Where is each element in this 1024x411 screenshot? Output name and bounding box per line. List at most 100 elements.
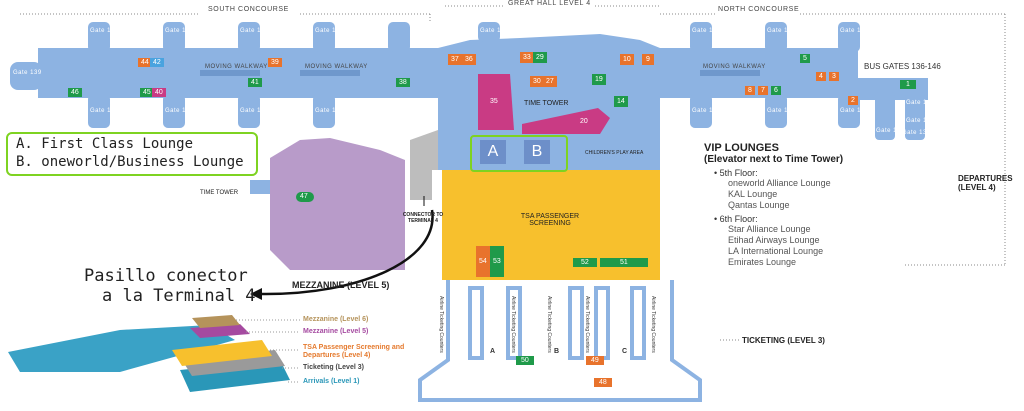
gate-157[interactable]: Gate 157 — [90, 108, 119, 114]
vip-floor6-item: Emirates Lounge — [728, 257, 797, 267]
gate-131[interactable]: Gate 131 — [692, 108, 721, 114]
shop-29: 29 — [533, 52, 547, 63]
mezzanine-label: MEZZANINE (LEVEL 5) — [292, 280, 390, 290]
gate-156[interactable]: Gate 156 — [90, 28, 119, 34]
departures-label: DEPARTURES (LEVEL 4) — [958, 174, 1013, 192]
mezzanine-shop-47 — [296, 192, 314, 202]
shop-35 — [478, 74, 514, 130]
gate-136[interactable]: Gate 136 — [906, 118, 935, 124]
floor5-label: 5th Floor: — [719, 168, 758, 178]
ticketing-letter-a: A — [490, 348, 496, 355]
level-4-label: TSA Passenger Screening and Departures (… — [303, 344, 405, 359]
moving-walkway-south-1: MOVING WALKWAY — [205, 64, 268, 70]
north-walkway — [700, 70, 760, 76]
connector-arrowhead — [250, 288, 262, 300]
ticketing-counter-1: Airline Ticketing Counters — [438, 296, 444, 353]
gate-135[interactable]: Gate 135 — [840, 108, 869, 114]
great-hall-label: GREAT HALL LEVEL 4 — [508, 0, 591, 7]
shop-14: 14 — [614, 96, 628, 107]
childrens-play-area: CHILDREN'S PLAY AREA — [585, 150, 644, 156]
tsa-shop-52: 52 — [573, 258, 597, 267]
legend-business: B. oneworld/Business Lounge — [16, 154, 244, 170]
moving-walkway-south-2: MOVING WALKWAY — [305, 64, 368, 70]
shop-5: 5 — [800, 54, 810, 63]
south-walkway — [200, 70, 360, 76]
shop-42: 42 — [150, 58, 164, 67]
gate-151[interactable]: Gate 151 — [315, 108, 344, 114]
legend-first-class: A. First Class Lounge — [16, 136, 194, 152]
floor6-label: 6th Floor: — [719, 214, 758, 224]
gate-132[interactable]: Gate 132 — [767, 28, 796, 34]
level-leaders — [236, 319, 300, 383]
vip-floor5-item: KAL Lounge — [728, 189, 778, 199]
shop-6: 6 — [771, 86, 781, 95]
level-1-label: Arrivals (Level 1) — [303, 378, 360, 385]
mezzanine-area — [270, 138, 405, 270]
shop-35-label: 35 — [490, 98, 498, 105]
shop-33: 33 — [520, 52, 534, 63]
gate-152[interactable]: Gate 152 — [240, 28, 269, 34]
level-stack — [8, 315, 290, 392]
lounge-legend: A. First Class Lounge B. oneworld/Busine… — [6, 132, 258, 176]
north-concourse-label: NORTH CONCOURSE — [718, 6, 800, 13]
tsa-title: TSA PASSENGER SCREENING — [520, 213, 580, 227]
shop-46: 46 — [68, 88, 82, 97]
tsa-shop-51: 51 — [600, 258, 648, 267]
gate-148[interactable]: Gate 148 — [480, 28, 509, 34]
bus-gates-label: BUS GATES 136-146 — [864, 62, 941, 71]
gate-154[interactable]: Gate 154 — [165, 28, 194, 34]
tsa-shop-54: 54 — [476, 246, 490, 277]
connector-corridor — [410, 130, 438, 200]
pasillo-conector-line1: Pasillo conector — [84, 266, 248, 286]
shop-8: 8 — [745, 86, 755, 95]
lounge-a[interactable]: A — [480, 140, 506, 164]
vip-title: VIP LOUNGES — [704, 142, 779, 154]
shop-45: 45 — [140, 88, 154, 97]
shop-9: 9 — [642, 54, 654, 65]
gate-139-west[interactable]: Gate 139 — [13, 70, 42, 76]
connector-arrow — [261, 209, 434, 296]
tsa-shop-53: 53 — [490, 246, 504, 277]
south-concourse-label: SOUTH CONCOURSE — [208, 6, 289, 13]
ticketing-letter-c: C — [622, 348, 628, 355]
vip-floor6-item: Star Alliance Lounge — [728, 224, 811, 234]
vip-floor5-item: Qantas Lounge — [728, 200, 790, 210]
gate-133[interactable]: Gate 133 — [767, 108, 796, 114]
shop-38: 38 — [396, 78, 410, 87]
vip-floor6-item: Etihad Airways Lounge — [728, 235, 820, 245]
vip-lounges: VIP LOUNGES (Elevator next to Time Tower… — [704, 142, 843, 268]
ticketing-shop-48: 48 — [594, 378, 612, 387]
ticketing-area — [418, 280, 702, 402]
mezzanine-shop-47-label: 47 — [300, 193, 308, 200]
shop-44: 44 — [138, 58, 152, 67]
gate-155[interactable]: Gate 155 — [165, 108, 194, 114]
shop-2: 2 — [848, 96, 858, 105]
ticketing-level-label: TICKETING (LEVEL 3) — [742, 336, 825, 345]
shop-1: 1 — [900, 80, 916, 89]
mezzanine-time-tower: TIME TOWER — [200, 190, 239, 196]
vip-floor6-item: LA International Lounge — [728, 246, 824, 256]
gate-141[interactable]: Gate 141 — [906, 100, 935, 106]
gate-130[interactable]: Gate 130 — [692, 28, 721, 34]
shop-37: 37 — [448, 54, 462, 65]
shop-27: 27 — [543, 76, 557, 87]
shop-34-32-28-20 — [522, 108, 610, 134]
time-tower-mezz — [250, 180, 270, 194]
level-3-label: Ticketing (Level 3) — [303, 364, 364, 371]
shop-40: 40 — [152, 88, 166, 97]
lounge-highlight — [470, 135, 568, 172]
vip-subtitle: (Elevator next to Time Tower) — [704, 154, 844, 165]
shop-4: 4 — [816, 72, 826, 81]
vip-floor-6: • 6th Floor: — [714, 214, 758, 224]
gate-139-east[interactable]: Gate 139 — [876, 128, 905, 134]
shop-19: 19 — [592, 74, 606, 85]
lounge-b[interactable]: B — [524, 140, 550, 164]
moving-walkway-north: MOVING WALKWAY — [703, 64, 766, 70]
gate-150[interactable]: Gate 150 — [315, 28, 344, 34]
ticketing-counter-4: Airline Ticketing Counters — [584, 296, 590, 353]
ticketing-letter-b: B — [554, 348, 560, 355]
gate-153[interactable]: Gate 153 — [240, 108, 269, 114]
gate-137[interactable]: Gate 137 — [902, 130, 931, 136]
shop-41: 41 — [248, 78, 262, 87]
gate-134[interactable]: Gate 134 — [840, 28, 869, 34]
